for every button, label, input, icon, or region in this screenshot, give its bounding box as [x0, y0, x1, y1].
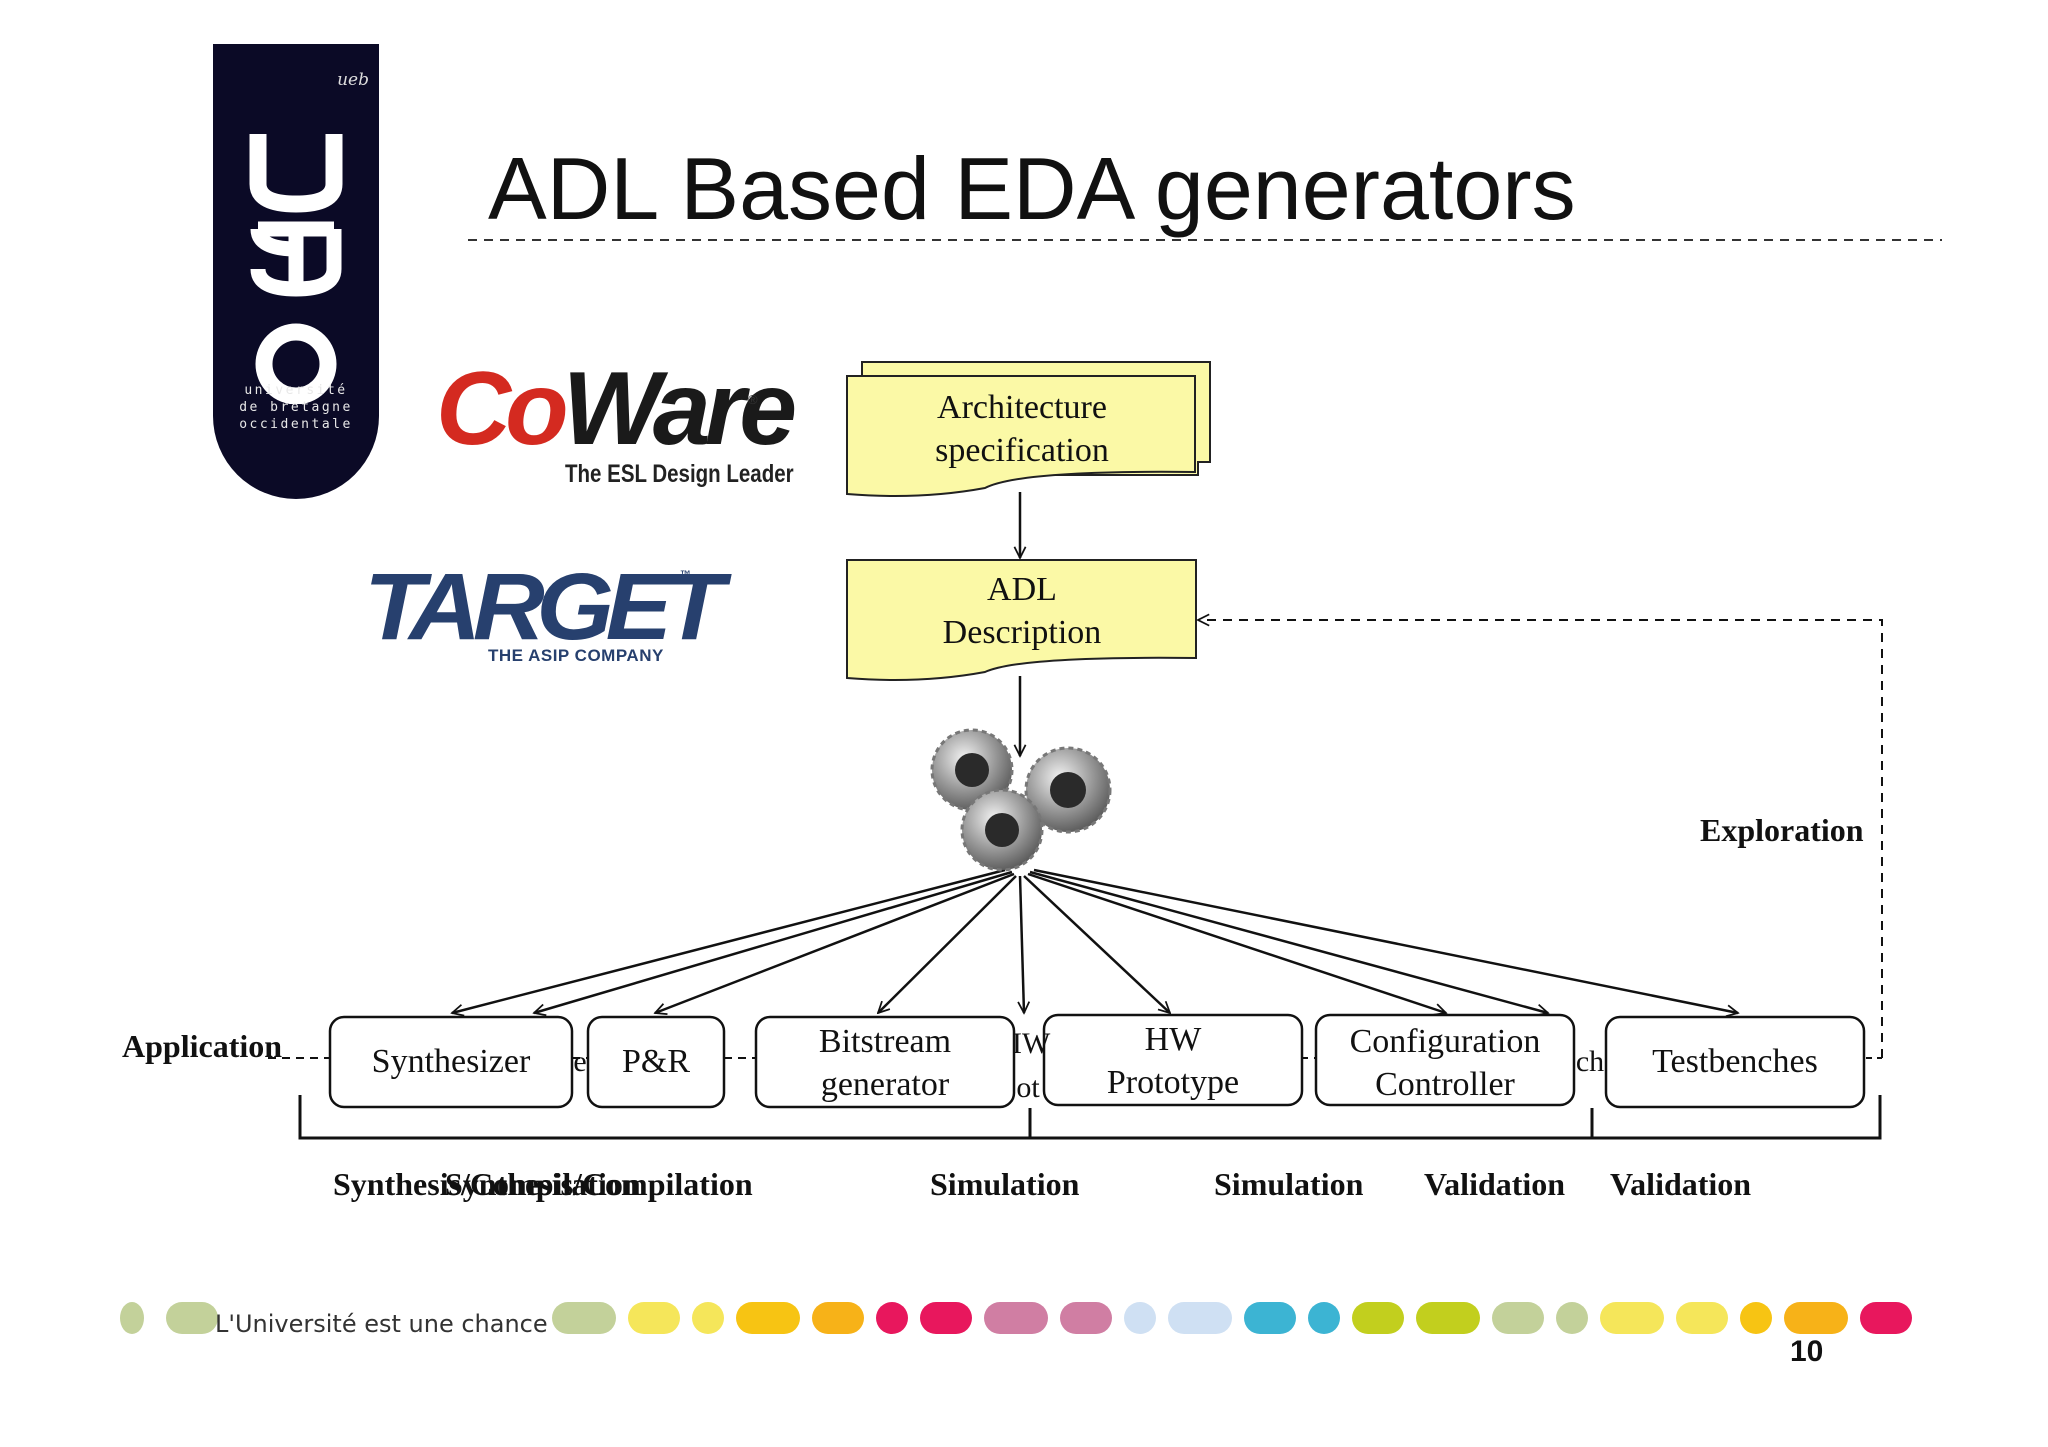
arch-spec-label: Architecture specification [862, 386, 1182, 472]
adl-desc-line: ADL [987, 571, 1057, 608]
arch-spec-line: specification [935, 432, 1109, 469]
synthesizer-label: Synthesizer [371, 1043, 531, 1080]
ueb-superscript: ueb [337, 70, 369, 90]
arrow-to-pnr [655, 872, 1015, 1013]
group-label-simulation: Simulation [930, 1166, 1080, 1202]
bitstream-line: Bitstream [818, 1023, 952, 1060]
hw-proto-label: HW Prototype [1044, 1018, 1302, 1104]
page-number: 10 [1790, 1335, 1824, 1368]
footer-dot [1124, 1302, 1156, 1334]
arrow-to-config [1027, 872, 1446, 1013]
arch-spec-box [846, 361, 1211, 497]
footer-dot [812, 1302, 864, 1334]
box-bitstream [754, 1015, 1016, 1109]
ubo-text-line: de bretagne [239, 400, 353, 415]
fan-out-arrows [452, 868, 1738, 1013]
footer-dot [628, 1302, 680, 1334]
exploration-feedback-arrow [1198, 620, 1883, 1058]
exploration-label: Exploration [1700, 812, 1864, 848]
ubo-text-line: université [244, 383, 348, 398]
adl-desc-box [846, 559, 1197, 681]
group-label-simulation: Simulation [1214, 1166, 1364, 1202]
footer-dot [692, 1302, 724, 1334]
arch-spec-line: Architecture [937, 389, 1107, 426]
footer-dot [1352, 1302, 1404, 1334]
pnr-label: P&R [621, 1043, 691, 1080]
coware-logo: CoWare ® The ESL Design Leader [430, 350, 805, 495]
arrow-to-synthesizer [452, 868, 1006, 1013]
footer-dot [166, 1302, 218, 1334]
footer-dot [1784, 1302, 1848, 1334]
footer-dot [1492, 1302, 1544, 1334]
application-label: Application [122, 1028, 283, 1064]
arrow-to-hw-proto [1023, 875, 1170, 1013]
coware-ware: Ware [562, 351, 797, 467]
group-label-validation: Validation [1610, 1166, 1752, 1202]
bitstream-line: generator [820, 1066, 950, 1103]
adl-desc-label: ADL Description [862, 568, 1182, 654]
hw-proto-line: Prototype [1106, 1064, 1240, 1101]
coware-wordmark: CoWare [436, 350, 797, 469]
footer-dot [552, 1302, 616, 1334]
footer-dot [1168, 1302, 1232, 1334]
hidden-fragment: ch [1575, 1045, 1605, 1078]
testbenches-label: Testbenches [1652, 1043, 1818, 1080]
box-testbenches [1604, 1015, 1866, 1109]
arrow-to-config-2 [1029, 870, 1548, 1013]
group-label-validation: Validation [1424, 1166, 1566, 1202]
arrow-to-testbenches [1033, 868, 1738, 1013]
bitstream-label: Bitstream generator [756, 1020, 1014, 1106]
footer-slogan: L'Université est une chance [215, 1310, 548, 1338]
box-hw-proto [1042, 1013, 1304, 1107]
footer-dot [876, 1302, 908, 1334]
footer-dot [120, 1302, 144, 1334]
footer-dot [1244, 1302, 1296, 1334]
ubo-letters-graphic [249, 134, 343, 404]
footer-dot [984, 1302, 1048, 1334]
footer-dot [1740, 1302, 1772, 1334]
ubo-university-text: université de bretagne occidentale [213, 382, 379, 433]
gears-icon [930, 728, 1112, 872]
footer-dot [1556, 1302, 1588, 1334]
footer-dot [1676, 1302, 1728, 1334]
registered-mark: ® [748, 392, 758, 407]
footer-dot-strip [120, 1302, 1912, 1334]
hidden-fragment: ot [1016, 1071, 1040, 1104]
footer-dot [1600, 1302, 1664, 1334]
arrow-to-bitstream [878, 875, 1017, 1013]
group-braces [298, 1095, 1882, 1140]
box-config [1314, 1013, 1576, 1107]
arrow-to-synthesizer-2 [534, 870, 1013, 1013]
box-synthesizer [328, 1015, 574, 1109]
target-logo: TARGET ™ THE ASIP COMPANY [364, 554, 725, 673]
group-label-overlap: Synthesis/Compilation [445, 1166, 753, 1202]
hidden-fragment: IW [1012, 1027, 1051, 1060]
adl-desc-line: Description [942, 614, 1102, 651]
footer-dot [1860, 1302, 1912, 1334]
group-label-synthesis: Synthesis/Compilation [333, 1166, 641, 1202]
footer-dot [920, 1302, 972, 1334]
footer-dot [1308, 1302, 1340, 1334]
target-wordmark: TARGET [364, 554, 725, 660]
target-tagline: THE ASIP COMPANY [488, 646, 664, 665]
config-line: Configuration [1349, 1023, 1541, 1060]
footer-dot [736, 1302, 800, 1334]
trademark-mark: ™ [680, 569, 691, 581]
arrow-to-hidden [1020, 875, 1024, 1013]
footer-dot [1416, 1302, 1480, 1334]
hidden-fragment: e [573, 1045, 587, 1078]
coware-co: Co [436, 351, 569, 467]
hw-proto-line: HW [1144, 1021, 1202, 1058]
config-line: Controller [1375, 1066, 1515, 1103]
config-label: Configuration Controller [1316, 1020, 1574, 1106]
box-pnr [586, 1015, 726, 1109]
coware-tagline: The ESL Design Leader [565, 460, 794, 488]
ubo-logo: ueb université de bretagne occidentale [213, 44, 379, 499]
footer-dot [1060, 1302, 1112, 1334]
ubo-text-line: occidentale [239, 417, 353, 432]
slide-title: ADL Based EDA generators [488, 139, 1576, 238]
